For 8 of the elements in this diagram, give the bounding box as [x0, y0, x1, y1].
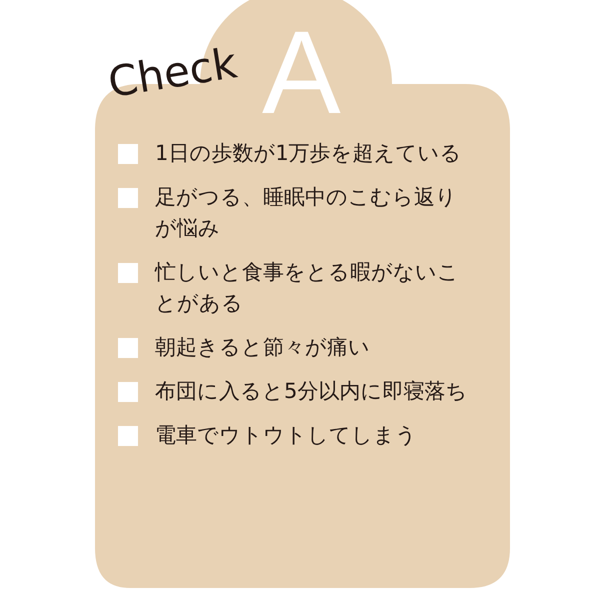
checklist-item: 忙しいと食事をとる暇がないことがある [155, 259, 460, 317]
checklist-item: 1日の歩数が1万歩を超えている [155, 140, 463, 167]
checklist-item: 朝起きると節々が痛い [155, 334, 371, 361]
checklist-item: 電車でウトウトしてしまう [155, 422, 418, 449]
checklist-item: 布団に入ると5分以内に即寝落ち [155, 378, 468, 405]
check-heading: Check [105, 42, 240, 104]
heading-letter: A [262, 14, 341, 132]
checklist-item: 足がつる、睡眠中のこむら返りが悩み [155, 184, 458, 242]
